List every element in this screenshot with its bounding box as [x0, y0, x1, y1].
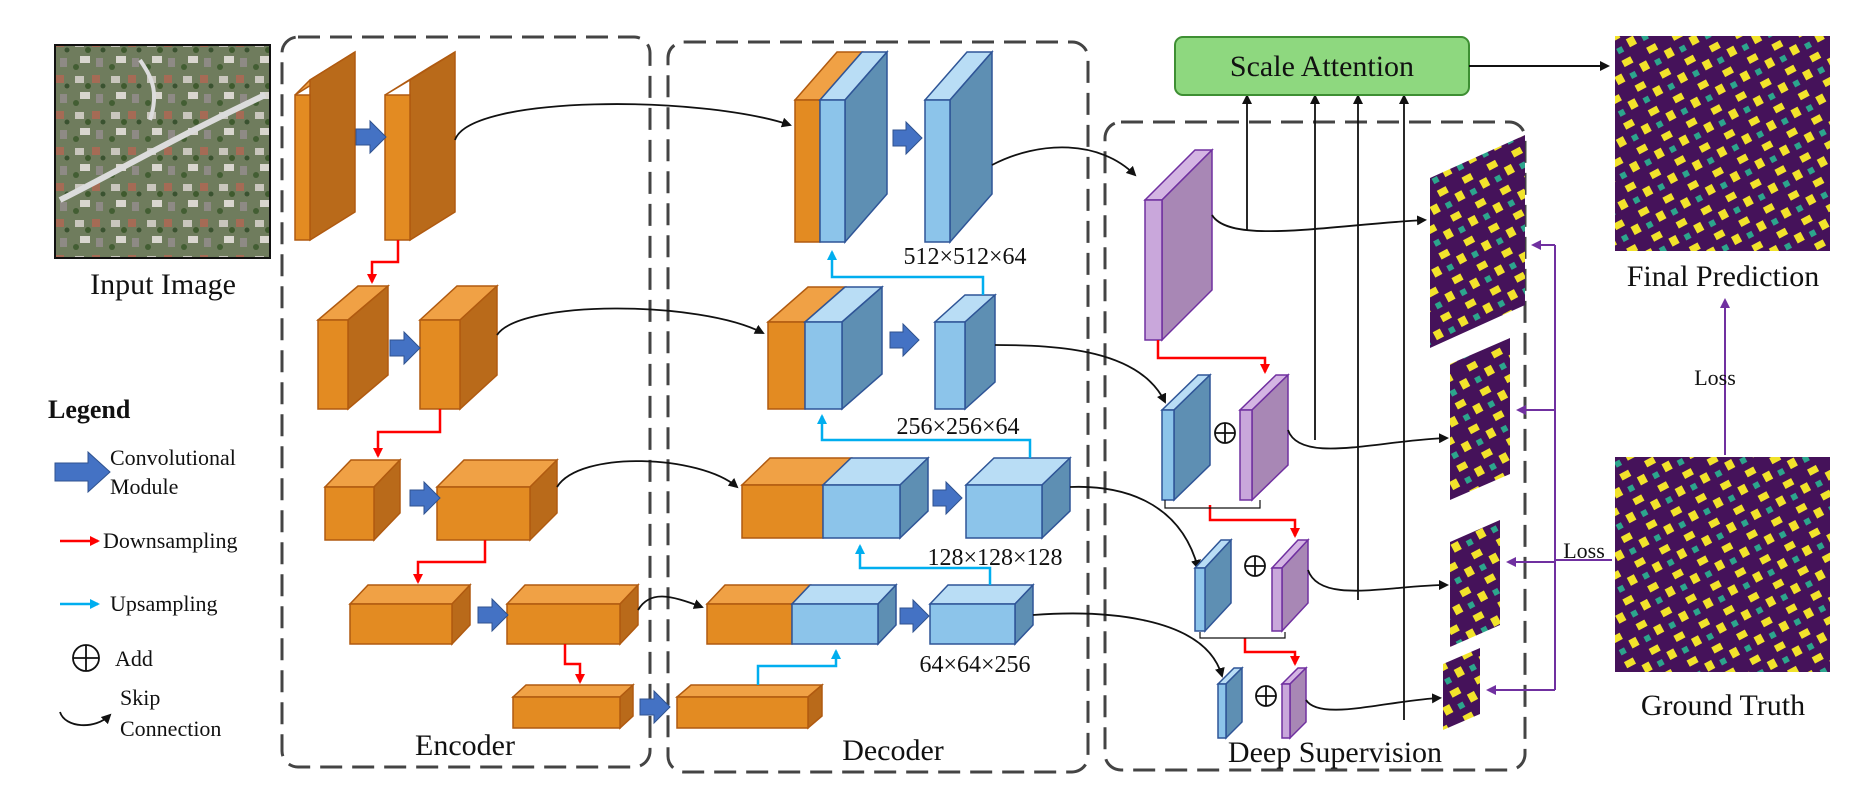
encoder-block-1a: [294, 50, 356, 242]
decoder-panel: [666, 40, 1090, 774]
encoder-conv-arrows: [355, 119, 671, 725]
supervision-purple-3: [1270, 538, 1310, 633]
side-prediction-map-1: [1430, 135, 1525, 348]
decoder-block-3: [964, 456, 1072, 540]
input-image: [54, 44, 271, 259]
side-predictions: [1430, 135, 1525, 730]
supervision-connections: [991, 146, 1225, 678]
decoder-conv-arrows: [889, 120, 963, 634]
legend: Legend Convolutional Module Downsampling…: [48, 395, 237, 741]
decoder-bottleneck-block: [674, 683, 825, 730]
add-icons: [1214, 422, 1277, 707]
encoder-block-2a: [315, 284, 391, 411]
loss-label-side: Loss: [1563, 538, 1605, 563]
legend-conv-line1: Convolutional: [110, 445, 236, 470]
conv-arrow-icon: [355, 119, 387, 155]
dim-label-2: 256×256×64: [896, 414, 1019, 440]
dim-label-4: 64×64×256: [919, 652, 1030, 678]
scale-attention-label: Scale Attention: [1230, 50, 1414, 83]
supervision-blue-4: [1216, 666, 1244, 740]
encoder-block-3a: [323, 458, 402, 542]
encoder-panel: [280, 35, 652, 769]
decoder-concat-block-1: [793, 50, 889, 244]
add-icon: [1244, 555, 1266, 577]
add-icon: [1214, 422, 1236, 444]
dim-label-1: 512×512×64: [903, 244, 1026, 270]
encoder-block-1b: [384, 50, 456, 242]
decoder-concat-block-4: [705, 583, 898, 646]
final-prediction-label: Final Prediction: [1627, 260, 1819, 293]
add-icon: [72, 644, 100, 672]
pair-brackets: [1164, 500, 1286, 639]
side-prediction-map-4: [1443, 648, 1480, 730]
decoder-concat-block-2: [766, 285, 884, 411]
legend-skip-line1: Skip: [120, 685, 160, 710]
attention-inputs: [1242, 94, 1409, 720]
conv-arrow-icon: [389, 330, 421, 366]
supervision-downsampling-arrows: [1156, 340, 1300, 666]
legend-title: Legend: [48, 395, 131, 424]
supervision-purple-4: [1280, 666, 1308, 740]
prediction-curves: [1211, 214, 1449, 711]
skip-connection-icon: [59, 711, 112, 727]
ground-truth-map: [1615, 457, 1830, 672]
legend-downsampling: Downsampling: [103, 528, 237, 553]
side-prediction-map-2: [1450, 338, 1510, 500]
supervision-block-1: [1143, 148, 1214, 342]
supervision-blocks: [1143, 148, 1310, 740]
conv-arrow-icon: [899, 598, 930, 634]
decoder-upsampling-arrows: [756, 250, 1032, 685]
supervision-blue-3: [1193, 538, 1233, 633]
legend-conv-line2: Module: [110, 474, 178, 499]
side-prediction-map-3: [1450, 520, 1500, 647]
encoder-bottleneck-block: [511, 683, 635, 730]
legend-add: Add: [115, 646, 153, 671]
decoder-block-4: [928, 583, 1035, 646]
loss-label-top: Loss: [1694, 365, 1736, 390]
decoder-block-2: [933, 293, 997, 411]
decoder-blocks: [674, 50, 1072, 730]
conv-arrow-icon: [54, 450, 111, 494]
conv-arrow-icon: [639, 689, 671, 725]
decoder-block-1: [923, 50, 994, 244]
conv-arrow-icon: [932, 480, 963, 516]
skip-connections: [454, 103, 792, 611]
ground-truth-label: Ground Truth: [1641, 689, 1805, 722]
legend-skip-line2: Connection: [120, 716, 221, 741]
encoder-label: Encoder: [415, 729, 515, 762]
decoder-concat-block-3: [740, 456, 930, 540]
deep-supervision-label: Deep Supervision: [1228, 736, 1442, 769]
conv-arrow-icon: [409, 480, 441, 516]
conv-arrow-icon: [477, 597, 509, 633]
encoder-blocks: [294, 50, 640, 730]
supervision-blue-2: [1160, 373, 1212, 502]
conv-arrow-icon: [892, 120, 923, 156]
add-icon: [1255, 685, 1277, 707]
supervision-purple-2: [1238, 373, 1290, 502]
decoder-label: Decoder: [842, 734, 944, 767]
loss-arrows: [1486, 240, 1730, 695]
legend-upsampling: Upsampling: [110, 591, 218, 616]
encoder-downsampling-arrows: [367, 240, 585, 684]
final-prediction-map: [1615, 36, 1830, 251]
conv-arrow-icon: [889, 322, 920, 358]
encoder-block-4a: [348, 583, 472, 646]
input-image-label: Input Image: [90, 268, 236, 301]
encoder-block-2b: [418, 284, 499, 411]
dim-label-3: 128×128×128: [927, 545, 1062, 571]
encoder-block-4b: [505, 583, 640, 646]
encoder-block-3b: [435, 458, 559, 542]
